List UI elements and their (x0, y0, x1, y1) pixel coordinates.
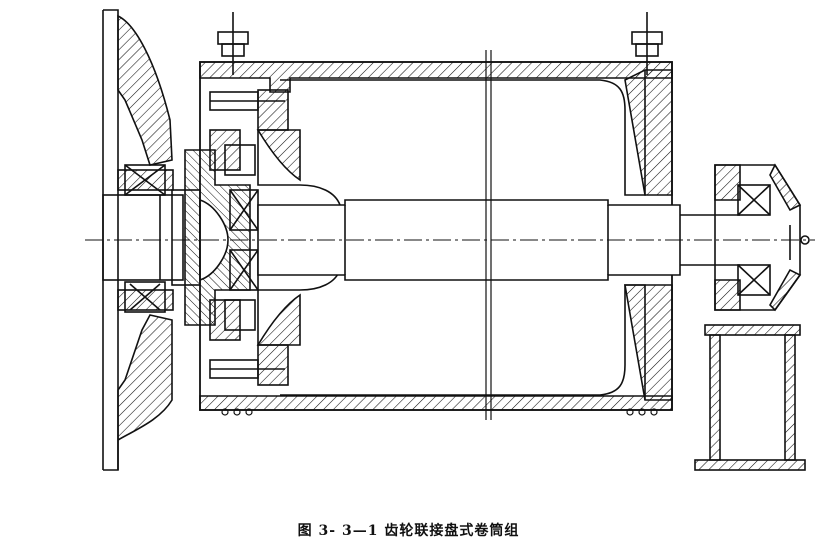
gear-wheel (102, 9, 174, 471)
support-column (694, 324, 806, 471)
technical-drawing (85, 9, 815, 471)
drum-shell (199, 61, 673, 411)
break-lines (485, 50, 492, 420)
gear-coupling (184, 129, 259, 341)
figure-caption: 图 3- 3—1 齿轮联接盘式卷筒组 (297, 523, 520, 539)
bolts (209, 12, 663, 379)
right-bearing-block (714, 163, 810, 312)
rope-sections (221, 408, 658, 416)
